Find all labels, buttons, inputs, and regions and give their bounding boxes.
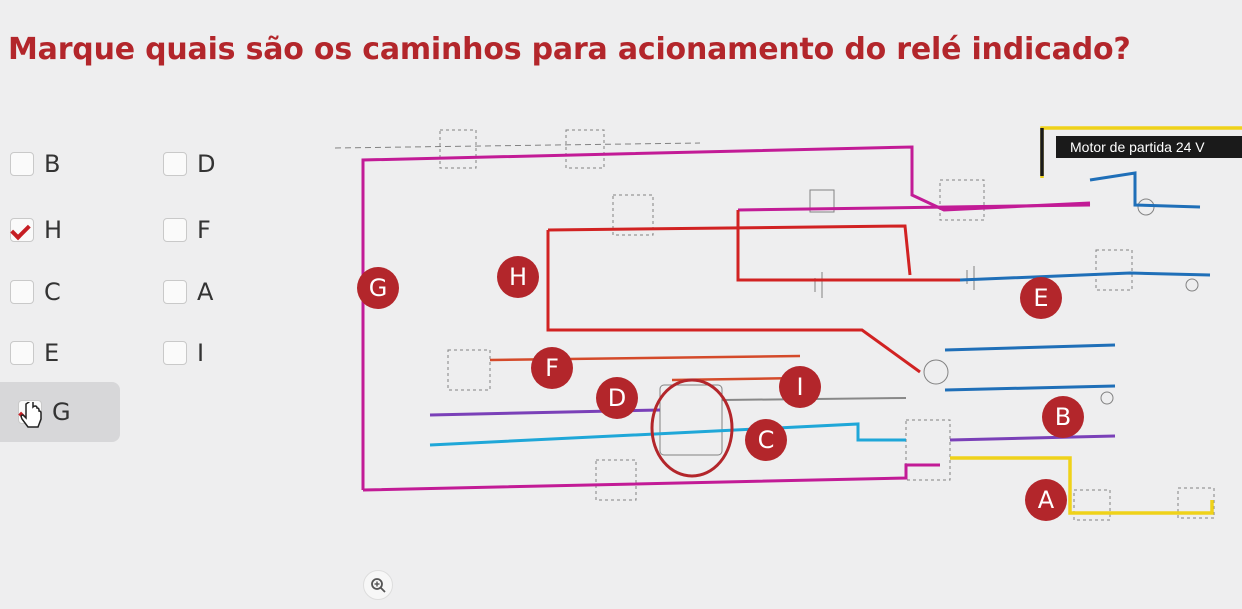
- option-h-checkbox[interactable]: [10, 218, 34, 242]
- option-i-label: I: [197, 339, 205, 367]
- path-tag-g: G: [357, 267, 399, 309]
- option-c[interactable]: C: [10, 278, 61, 306]
- path-tag-b: B: [1042, 396, 1084, 438]
- option-e-checkbox[interactable]: [10, 341, 34, 365]
- zoom-in-icon: [371, 578, 386, 593]
- option-i-checkbox[interactable]: [163, 341, 187, 365]
- option-c-checkbox[interactable]: [10, 280, 34, 304]
- path-tag-f: F: [531, 347, 573, 389]
- option-a-checkbox[interactable]: [163, 280, 187, 304]
- option-a-label: A: [197, 278, 214, 306]
- option-i[interactable]: I: [163, 339, 204, 367]
- option-h[interactable]: H: [10, 216, 62, 244]
- option-b[interactable]: B: [10, 150, 60, 178]
- option-d-label: D: [197, 150, 216, 178]
- zoom-button[interactable]: [363, 570, 393, 600]
- option-h-label: H: [44, 216, 63, 244]
- option-c-label: C: [44, 278, 61, 306]
- option-f-checkbox[interactable]: [163, 218, 187, 242]
- path-tag-d: D: [596, 377, 638, 419]
- option-d[interactable]: D: [163, 150, 215, 178]
- option-e-label: E: [44, 339, 60, 367]
- path-tag-c: C: [745, 419, 787, 461]
- option-d-checkbox[interactable]: [163, 152, 187, 176]
- path-tag-i: I: [779, 366, 821, 408]
- option-b-checkbox[interactable]: [10, 152, 34, 176]
- motor-label: Motor de partida 24 V: [1056, 136, 1242, 158]
- path-tag-h: H: [497, 256, 539, 298]
- option-f-label: F: [197, 216, 211, 244]
- question-title: Marque quais são os caminhos para aciona…: [8, 32, 1131, 67]
- hand-cursor-icon: [20, 402, 42, 428]
- option-f[interactable]: F: [163, 216, 211, 244]
- path-tag-e: E: [1020, 277, 1062, 319]
- option-a[interactable]: A: [163, 278, 213, 306]
- option-g-label: G: [52, 398, 71, 426]
- option-b-label: B: [44, 150, 61, 178]
- path-tag-a: A: [1025, 479, 1067, 521]
- option-e[interactable]: E: [10, 339, 59, 367]
